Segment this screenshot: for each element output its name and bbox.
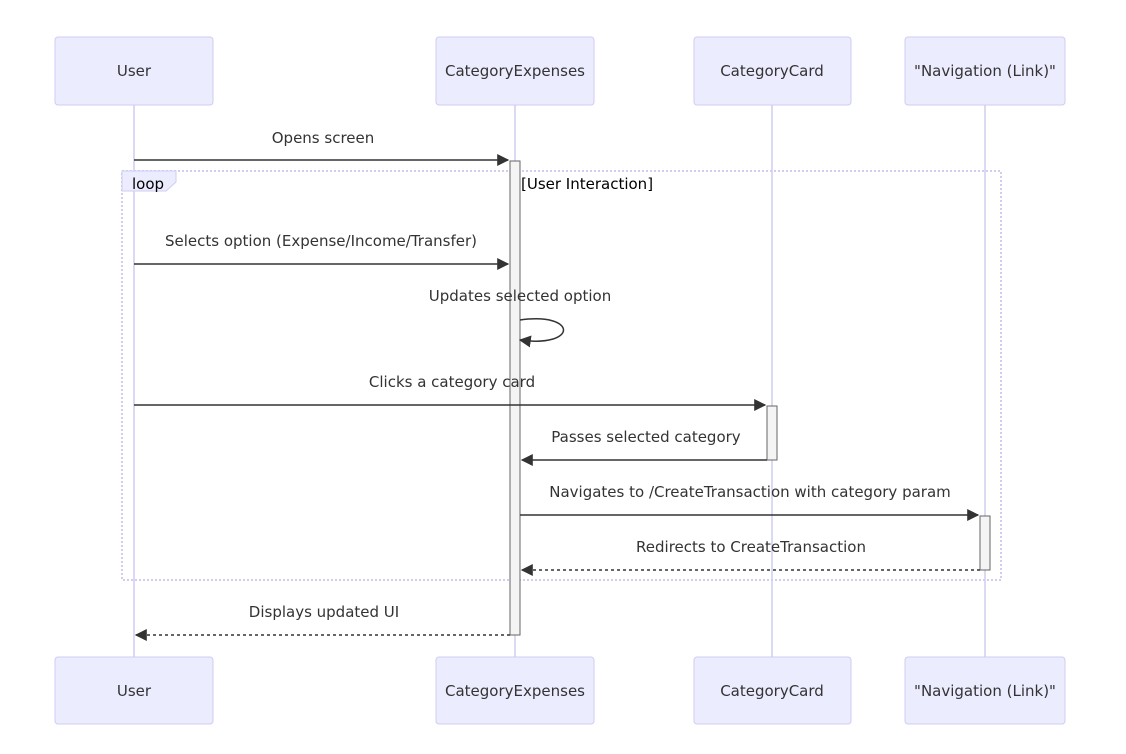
loop-label: loop (132, 175, 164, 193)
message-label: Updates selected option (429, 287, 611, 305)
actor-label: "Navigation (Link)" (914, 62, 1056, 80)
message-label: Redirects to CreateTransaction (636, 538, 866, 556)
actor-category-card-top: CategoryCard (693, 36, 852, 106)
message-label: Selects option (Expense/Income/Transfer) (165, 232, 477, 250)
actor-user-bottom: User (54, 656, 214, 725)
message-label: Displays updated UI (249, 603, 399, 621)
activation-category-expenses (509, 160, 521, 636)
message-label: Opens screen (272, 129, 375, 147)
actor-label: "Navigation (Link)" (914, 682, 1056, 700)
message-label: Clicks a category card (369, 373, 535, 391)
actor-label: User (117, 62, 152, 80)
message-navigates-to-create-transaction: Navigates to /CreateTransaction with cat… (520, 483, 980, 521)
message-label: Passes selected category (551, 428, 741, 446)
loop-condition: [User Interaction] (521, 175, 653, 193)
actor-category-card-bottom: CategoryCard (693, 656, 852, 725)
message-label: Navigates to /CreateTransaction with cat… (549, 483, 951, 501)
loop-tab (121, 170, 177, 192)
message-clicks-category-card: Clicks a category card (134, 373, 767, 411)
actor-category-expenses-top: CategoryExpenses (435, 36, 595, 106)
activation-category-card (766, 405, 778, 461)
message-redirects-to-create-transaction: Redirects to CreateTransaction (520, 538, 980, 576)
message-displays-updated-ui: Displays updated UI (134, 603, 510, 641)
actor-category-expenses-bottom: CategoryExpenses (435, 656, 595, 725)
message-passes-selected-category: Passes selected category (520, 428, 767, 466)
actor-user-top: User (54, 36, 214, 106)
message-opens-screen: Opens screen (134, 129, 510, 166)
message-selects-option: Selects option (Expense/Income/Transfer) (134, 232, 510, 270)
actor-label: CategoryExpenses (445, 62, 585, 80)
actor-navigation-bottom: "Navigation (Link)" (904, 656, 1066, 725)
message-updates-selected-option: Updates selected option (429, 287, 611, 348)
loop-frame: loop [User Interaction] (121, 170, 1002, 581)
actor-label: User (117, 682, 152, 700)
actor-navigation-top: "Navigation (Link)" (904, 36, 1066, 106)
activation-navigation (979, 515, 991, 571)
actor-label: CategoryCard (720, 62, 824, 80)
actor-label: CategoryExpenses (445, 682, 585, 700)
actor-label: CategoryCard (720, 682, 824, 700)
